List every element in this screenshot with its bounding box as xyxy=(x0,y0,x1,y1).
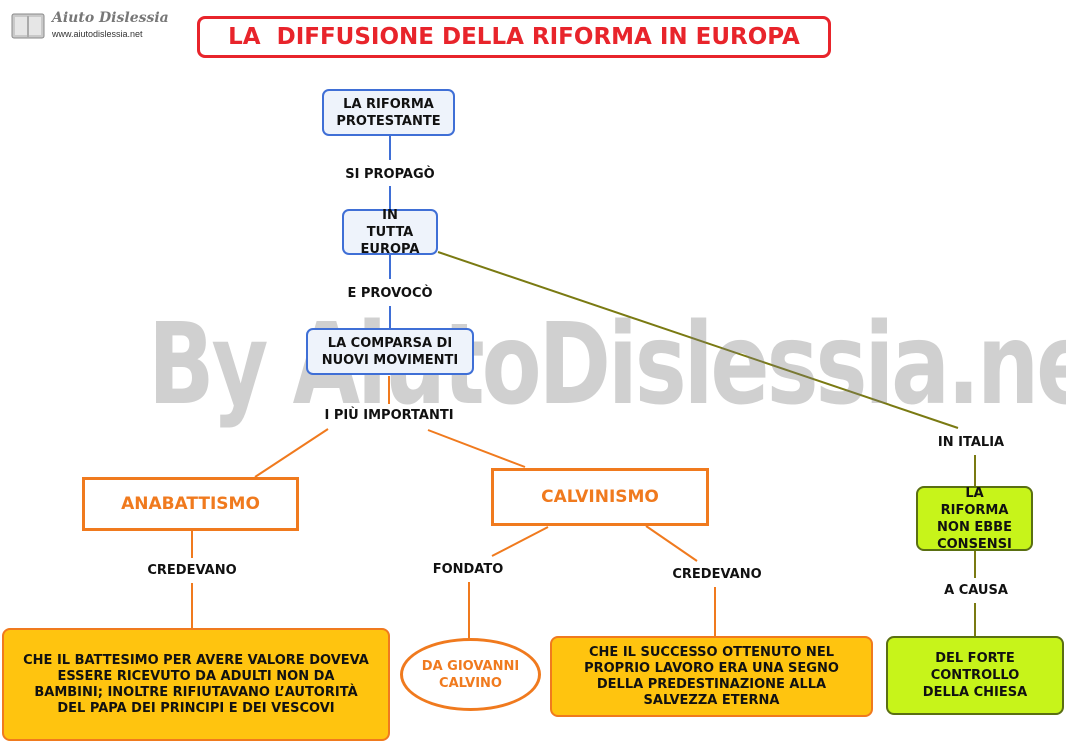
node-giovanni-calvino: DA GIOVANNI CALVINO xyxy=(400,638,541,711)
node-anabattismo-credenze: CHE IL BATTESIMO PER AVERE VALORE DOVEVA… xyxy=(2,628,390,741)
connector-calvinismo-fondato xyxy=(491,526,549,557)
node-calvinismo-credenze: CHE IL SUCCESSO OTTENUTO NEL PROPRIO LAV… xyxy=(550,636,873,717)
node-riforma-protestante: LA RIFORMA PROTESTANTE xyxy=(322,89,455,136)
link-credevano-anabattismo: CREDEVANO xyxy=(147,562,237,578)
watermark: By AiutoDislessia.net xyxy=(148,300,1066,430)
logo-url: www.aiutodislessia.net xyxy=(52,29,143,39)
link-si-propago: SI PROPAGÒ xyxy=(345,166,435,182)
link-e-provoco: E PROVOCÒ xyxy=(347,285,433,301)
logo: Aiuto Dislessia www.aiutodislessia.net xyxy=(10,10,170,44)
page-title: LA DIFFUSIONE DELLA RIFORMA IN EUROPA xyxy=(197,16,831,58)
connector-calvinismo-credevano xyxy=(645,525,698,562)
connector-importanti-calvinismo xyxy=(427,429,526,468)
node-tutta-europa: IN TUTTA EUROPA xyxy=(342,208,438,257)
link-a-causa: A CAUSA xyxy=(944,582,1008,598)
node-controllo-chiesa: DEL FORTE CONTROLLO DELLA CHIESA xyxy=(886,636,1064,715)
link-credevano-calvinismo: CREDEVANO xyxy=(672,566,762,582)
connector-europa-italia xyxy=(437,251,959,429)
connector-importanti-anabattismo xyxy=(254,428,329,478)
node-anabattismo: ANABATTISMO xyxy=(82,477,299,531)
node-nuovi-movimenti: LA COMPARSA DI NUOVI MOVIMENTI xyxy=(306,328,474,375)
link-piu-importanti: I PIÙ IMPORTANTI xyxy=(324,407,454,423)
node-italia-riforma: LA RIFORMA NON EBBE CONSENSI xyxy=(916,486,1033,552)
link-fondato: FONDATO xyxy=(432,561,504,577)
book-logo-icon xyxy=(11,13,45,39)
logo-name: Aiuto Dislessia xyxy=(52,10,169,26)
link-in-italia: IN ITALIA xyxy=(937,434,1005,450)
node-calvinismo: CALVINISMO xyxy=(491,468,709,526)
